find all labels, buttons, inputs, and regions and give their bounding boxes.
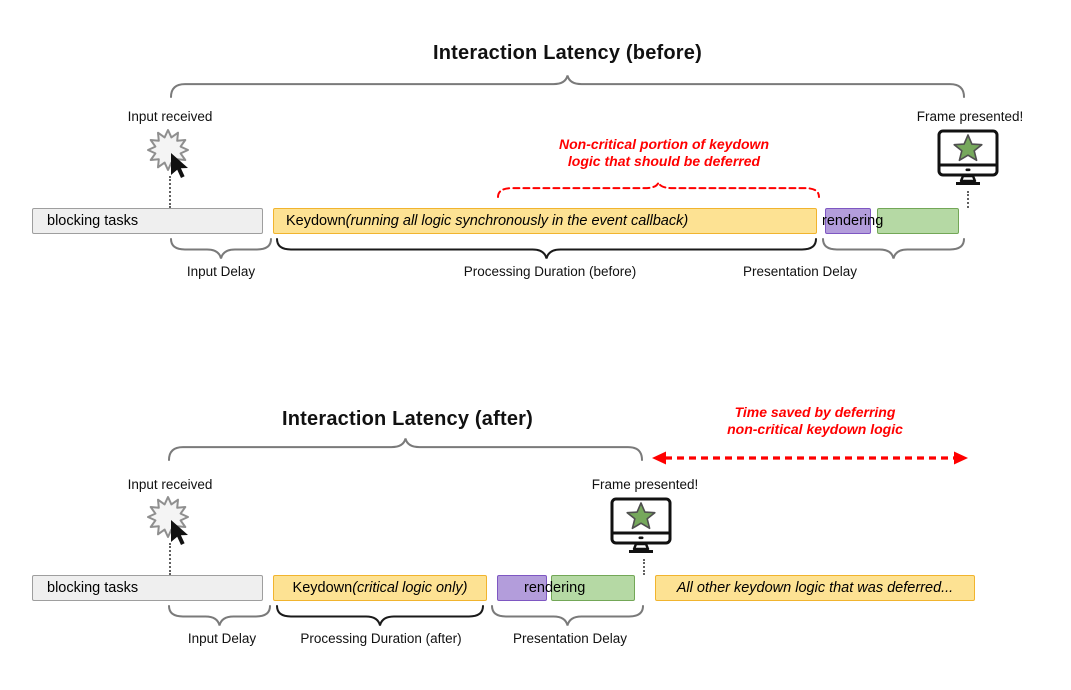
after-input-connector-line	[169, 543, 171, 575]
input-click-icon	[147, 496, 189, 545]
after-keydown-bar: Keydown (critical logic only)	[273, 575, 487, 601]
after-frame-connector-line	[643, 559, 645, 575]
after-input-delay-brace	[168, 605, 271, 626]
before-input-connector-line	[169, 176, 171, 208]
after-processing-duration-label: Processing Duration (after)	[300, 631, 462, 646]
before-keydown-bar: Keydown (running all logic synchronously…	[273, 208, 817, 234]
non-critical-region-brace	[497, 181, 820, 198]
after-latency-brace	[168, 438, 643, 461]
before-processing-brace	[276, 238, 817, 259]
before-rendering-bar	[877, 208, 959, 234]
before-deferred-annotation: Non-critical portion of keydown logic th…	[558, 136, 769, 169]
before-latency-brace	[170, 75, 965, 98]
after-title: Interaction Latency (after)	[281, 408, 533, 430]
before-blocking-tasks-bar: blocking tasks	[32, 208, 263, 234]
after-blocking-tasks-bar: blocking tasks	[32, 575, 263, 601]
after-rendering-bar	[551, 575, 635, 601]
deferred-keydown-bar: All other keydown logic that was deferre…	[655, 575, 975, 601]
before-rendering-label: rendering	[822, 213, 884, 229]
before-title: Interaction Latency (before)	[433, 42, 702, 64]
star-icon	[626, 502, 656, 530]
before-input-delay-label: Input Delay	[186, 264, 256, 279]
time-saved-annotation: Time saved by deferring non-critical key…	[727, 404, 903, 437]
input-click-icon	[147, 129, 189, 178]
after-frame-presented-label: Frame presented!	[591, 477, 699, 492]
after-presentation-brace	[491, 605, 644, 626]
frame-presented-monitor-icon	[937, 129, 999, 185]
frame-presented-monitor-icon	[610, 497, 672, 553]
before-presentation-delay-label: Presentation Delay	[742, 264, 858, 279]
before-frame-presented-label: Frame presented!	[916, 109, 1024, 124]
before-purple-task-bar	[825, 208, 871, 234]
star-icon	[953, 134, 983, 162]
before-input-delay-brace	[170, 238, 272, 259]
after-presentation-delay-label: Presentation Delay	[512, 631, 628, 646]
before-frame-connector-line	[967, 191, 969, 208]
before-presentation-brace	[822, 238, 965, 259]
after-processing-brace	[276, 605, 484, 626]
before-input-received-label: Input received	[127, 109, 213, 124]
after-input-delay-label: Input Delay	[187, 631, 257, 646]
after-rendering-label: rendering	[524, 580, 586, 596]
before-processing-duration-label: Processing Duration (before)	[463, 264, 637, 279]
after-input-received-label: Input received	[127, 477, 213, 492]
time-saved-arrow	[652, 451, 968, 465]
after-purple-task-bar	[497, 575, 547, 601]
cursor-icon	[171, 153, 188, 178]
cursor-icon	[171, 520, 188, 545]
